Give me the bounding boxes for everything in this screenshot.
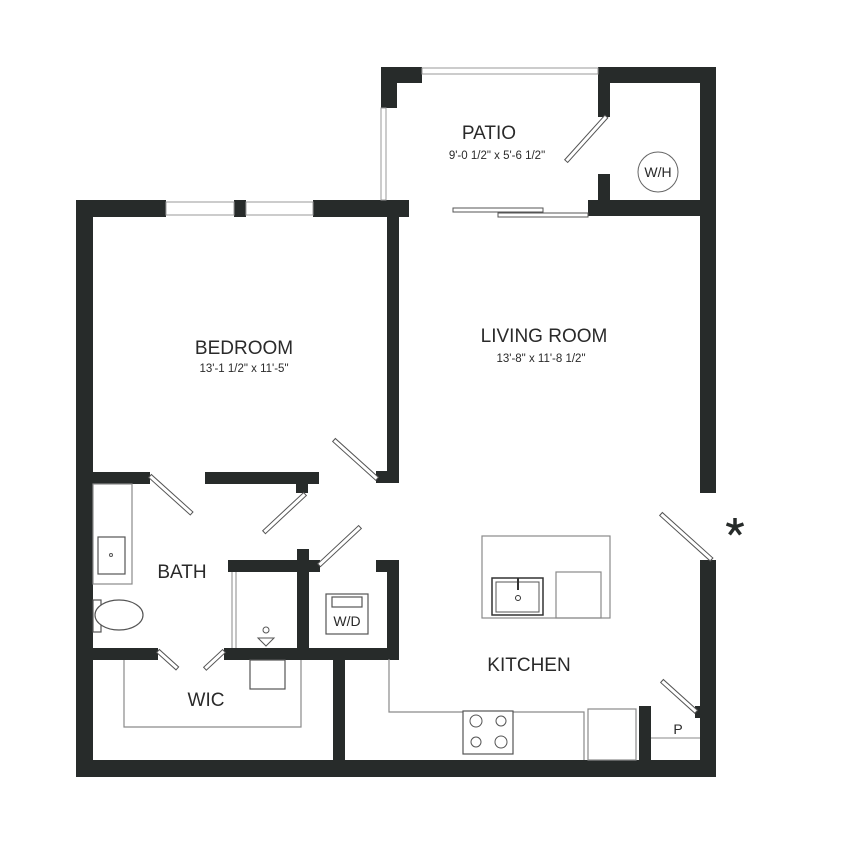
wall-right-upper <box>700 67 716 493</box>
door-bath[interactable] <box>147 473 194 516</box>
wall-wh-left-upper <box>598 67 610 117</box>
wall-bath-top-left <box>93 472 150 484</box>
wall-wic-top-right <box>224 648 399 660</box>
door-entry[interactable] <box>658 511 714 562</box>
wall-bedroom-top-right <box>313 200 409 217</box>
sliding-door-panel-1[interactable] <box>452 207 544 213</box>
kitchen-label: KITCHEN <box>487 655 570 676</box>
water-heater-label: W/H <box>644 164 671 180</box>
wall-wic-right <box>333 660 345 777</box>
wic-bench <box>249 659 286 690</box>
water-heater-symbol <box>637 151 679 193</box>
doors[interactable] <box>147 114 714 714</box>
kitchen-island <box>481 535 611 619</box>
wall-wic-top-left <box>93 648 158 660</box>
pantry-label: P <box>673 721 682 737</box>
wall-right-lower <box>700 560 716 777</box>
dishwasher-icon <box>555 571 602 619</box>
door-wic-right[interactable] <box>202 648 227 671</box>
wall-pantry-left <box>639 706 651 760</box>
living-room-label: LIVING ROOM <box>481 326 608 347</box>
bedroom-label: BEDROOM <box>195 338 293 359</box>
kitchen-sink-drain-icon <box>515 595 521 601</box>
washer-dryer-lid <box>331 596 363 608</box>
burner-icon <box>495 715 507 727</box>
patio-label: PATIO <box>462 123 516 144</box>
burner-icon <box>494 735 508 749</box>
door-closet[interactable] <box>261 491 308 535</box>
washer-dryer-label: W/D <box>333 613 360 629</box>
shower-drain-icon <box>256 637 276 647</box>
wall-wh-left-lower <box>598 174 610 204</box>
wall-laundry-left <box>297 549 309 659</box>
stove-icon <box>462 710 514 755</box>
door-bedroom[interactable] <box>331 437 380 482</box>
wall-patio-left-corner <box>381 67 397 108</box>
windows <box>165 67 599 216</box>
fixtures: W/H W/D P <box>92 151 700 761</box>
refrigerator-icon <box>587 708 637 761</box>
patio-dimensions: 9'-0 1/2" x 5'-6 1/2" <box>449 150 545 162</box>
wall-laundry-right <box>387 560 399 659</box>
shower-head-icon <box>262 626 270 634</box>
wall-bath-top-right <box>205 472 319 484</box>
wall-bedroom-right-foot <box>376 471 399 483</box>
bedroom-dimensions: 13'-1 1/2" x 11'-5" <box>199 363 288 375</box>
wall-wh-top <box>598 67 716 83</box>
wall-bedroom-window-mullion <box>234 200 246 217</box>
burner-icon <box>470 736 482 748</box>
bath-sink-drain-icon <box>109 553 113 557</box>
door-wic-left[interactable] <box>155 648 180 671</box>
wall-left <box>76 200 93 777</box>
toilet-bowl-icon <box>94 599 144 631</box>
wall-bedroom-top-left <box>76 200 166 217</box>
window-patio-left <box>380 107 387 201</box>
wic-label: WIC <box>188 690 225 711</box>
wall-closet-stub <box>296 484 308 493</box>
door-pantry[interactable] <box>659 678 699 714</box>
window-bedroom-left <box>165 201 235 216</box>
wall-pantry-stub <box>695 706 702 718</box>
window-bedroom-right <box>245 201 314 216</box>
bath-vanity <box>92 483 133 585</box>
burner-icon <box>469 714 483 728</box>
asterisk-icon <box>725 518 745 536</box>
wall-bedroom-right <box>387 217 399 483</box>
bath-label: BATH <box>157 562 206 583</box>
walls <box>76 67 716 777</box>
wall-wh-bottom <box>588 200 716 216</box>
room-labels: PATIO 9'-0 1/2" x 5'-6 1/2" BEDROOM 13'-… <box>157 123 607 711</box>
living-room-dimensions: 13'-8" x 11'-8 1/2" <box>496 353 585 365</box>
wic-shelf <box>123 660 302 728</box>
door-laundry[interactable] <box>316 524 363 568</box>
bath-sink-icon <box>97 536 126 575</box>
door-water-heater[interactable] <box>563 114 609 164</box>
window-patio-top <box>421 67 599 75</box>
wall-bottom <box>76 760 716 777</box>
sliding-door-panel-2[interactable] <box>497 212 589 218</box>
